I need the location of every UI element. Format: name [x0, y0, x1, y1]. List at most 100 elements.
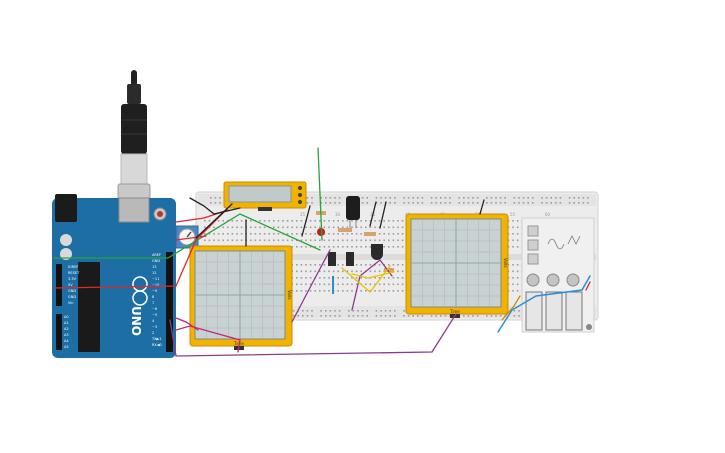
breadboard-hole[interactable] [401, 264, 404, 266]
breadboard-hole[interactable] [374, 270, 376, 273]
breadboard-hole[interactable] [323, 239, 326, 242]
breadboard-hole[interactable] [305, 239, 307, 242]
breadboard-hole[interactable] [389, 197, 391, 199]
breadboard-hole[interactable] [397, 283, 399, 286]
breadboard-hole[interactable] [383, 290, 385, 292]
breadboard-hole[interactable] [361, 310, 364, 312]
breadboard-hole[interactable] [277, 220, 280, 222]
breadboard-hole[interactable] [204, 233, 206, 235]
breadboard-hole[interactable] [495, 202, 497, 204]
breadboard-hole[interactable] [550, 202, 552, 204]
breadboard-hole[interactable] [296, 264, 298, 266]
breadboard-hole[interactable] [401, 246, 404, 248]
breadboard-hole[interactable] [512, 270, 514, 273]
breadboard-hole[interactable] [472, 197, 474, 199]
breadboard-hole[interactable] [332, 226, 335, 229]
breadboard-hole[interactable] [210, 197, 212, 199]
breadboard-hole[interactable] [389, 202, 391, 204]
breadboard-hole[interactable] [231, 233, 234, 235]
breadboard-hole[interactable] [360, 233, 362, 235]
breadboard-hole[interactable] [291, 220, 293, 222]
breadboard-hole[interactable] [286, 239, 289, 242]
oscilloscope-left[interactable]: Time Volts [189, 245, 293, 350]
breadboard-hole[interactable] [351, 233, 353, 235]
breadboard-hole[interactable] [328, 283, 330, 286]
breadboard-hole[interactable] [314, 233, 316, 235]
breadboard-hole[interactable] [582, 197, 585, 199]
breadboard-hole[interactable] [337, 239, 339, 242]
breadboard-hole[interactable] [559, 197, 562, 199]
breadboard-hole[interactable] [296, 226, 298, 229]
breadboard-hole[interactable] [236, 239, 238, 242]
dc-power-jack[interactable] [55, 194, 77, 222]
breadboard-hole[interactable] [512, 283, 514, 286]
breadboard-hole[interactable] [430, 315, 433, 317]
breadboard-hole[interactable] [355, 226, 358, 229]
analog-header[interactable] [56, 314, 62, 350]
breadboard-hole[interactable] [360, 246, 362, 248]
breadboard-hole[interactable] [250, 239, 252, 242]
breadboard-hole[interactable] [486, 202, 488, 204]
breadboard-hole[interactable] [421, 202, 424, 204]
breadboard-hole[interactable] [397, 270, 399, 273]
breadboard-hole[interactable] [394, 197, 396, 199]
breadboard-hole[interactable] [392, 220, 395, 222]
breadboard-hole[interactable] [440, 315, 442, 317]
breadboard-hole[interactable] [369, 264, 372, 266]
breadboard-hole[interactable] [325, 315, 327, 317]
breadboard-hole[interactable] [319, 264, 321, 266]
breadboard-hole[interactable] [430, 202, 433, 204]
breadboard-hole[interactable] [240, 239, 243, 242]
breadboard-hole[interactable] [512, 226, 514, 229]
breadboard-hole[interactable] [306, 202, 309, 204]
breadboard-hole[interactable] [369, 246, 372, 248]
breadboard-hole[interactable] [351, 283, 353, 286]
breadboard-hole[interactable] [394, 315, 396, 317]
breadboard-hole[interactable] [259, 220, 261, 222]
breadboard-hole[interactable] [334, 202, 336, 204]
breadboard-hole[interactable] [300, 246, 303, 248]
breadboard-hole[interactable] [355, 283, 358, 286]
breadboard-hole[interactable] [208, 239, 211, 242]
breadboard-hole[interactable] [388, 246, 390, 248]
breadboard-hole[interactable] [323, 283, 326, 286]
breadboard-hole[interactable] [499, 315, 502, 317]
breadboard-hole[interactable] [463, 197, 465, 199]
breadboard-hole[interactable] [587, 197, 589, 199]
breadboard-hole[interactable] [378, 290, 381, 292]
breadboard-hole[interactable] [365, 246, 367, 248]
breadboard-hole[interactable] [522, 202, 525, 204]
breadboard-hole[interactable] [219, 197, 221, 199]
breadboard-hole[interactable] [365, 290, 367, 292]
breadboard-hole[interactable] [435, 197, 437, 199]
breadboard-hole[interactable] [346, 220, 349, 222]
breadboard-hole[interactable] [346, 270, 349, 273]
breadboard-hole[interactable] [435, 202, 437, 204]
breadboard-hole[interactable] [516, 264, 519, 266]
breadboard-hole[interactable] [259, 226, 261, 229]
resistor[interactable] [384, 268, 394, 272]
breadboard-hole[interactable] [412, 202, 414, 204]
breadboard-hole[interactable] [518, 202, 520, 204]
breadboard-hole[interactable] [351, 277, 353, 279]
breadboard-hole[interactable] [366, 202, 368, 204]
breadboard-hole[interactable] [319, 270, 321, 273]
breadboard-hole[interactable] [337, 270, 339, 273]
breadboard-hole[interactable] [329, 197, 332, 199]
breadboard-hole[interactable] [338, 202, 341, 204]
breadboard-hole[interactable] [467, 202, 470, 204]
breadboard-hole[interactable] [513, 202, 516, 204]
breadboard-hole[interactable] [516, 270, 519, 273]
breadboard-hole[interactable] [319, 290, 321, 292]
breadboard-hole[interactable] [513, 310, 516, 312]
breadboard-hole[interactable] [217, 233, 220, 235]
breadboard-hole[interactable] [366, 310, 368, 312]
breadboard-hole[interactable] [527, 197, 529, 199]
breadboard-hole[interactable] [499, 202, 502, 204]
breadboard-hole[interactable] [392, 264, 395, 266]
breadboard-hole[interactable] [323, 264, 326, 266]
breadboard-hole[interactable] [286, 233, 289, 235]
breadboard-hole[interactable] [351, 270, 353, 273]
breadboard-hole[interactable] [486, 197, 488, 199]
square-wave-button[interactable] [527, 239, 539, 251]
